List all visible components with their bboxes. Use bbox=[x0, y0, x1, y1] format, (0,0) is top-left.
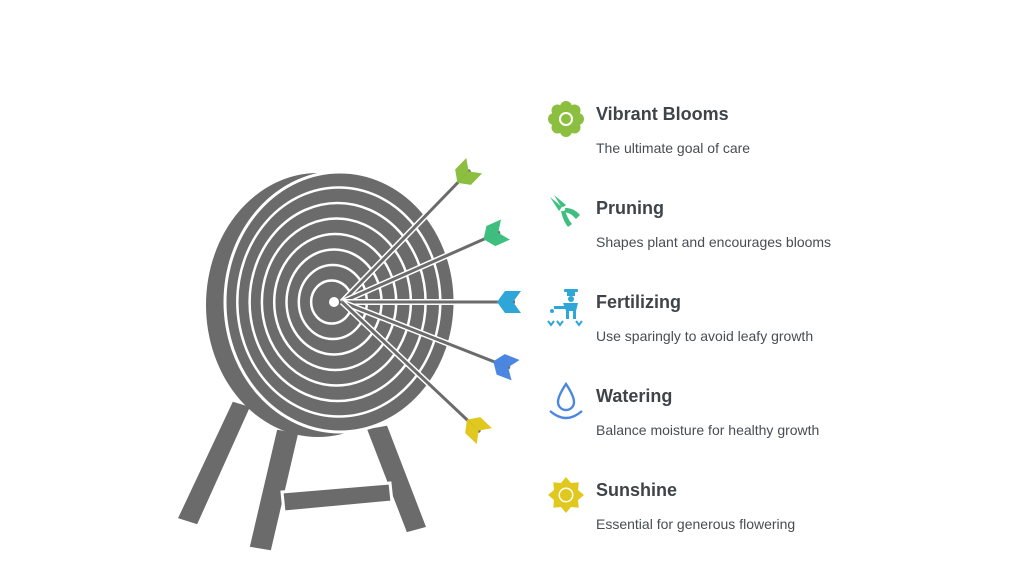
arrow-3 bbox=[342, 291, 521, 313]
item-description: Essential for generous flowering bbox=[596, 516, 796, 532]
bullseye bbox=[329, 297, 339, 307]
arrows bbox=[329, 158, 521, 445]
arrow-shaft bbox=[341, 300, 511, 370]
pruning-shears-icon bbox=[550, 195, 580, 227]
arrow-fletching bbox=[483, 219, 502, 240]
item-title: Pruning bbox=[596, 198, 664, 218]
item-description: The ultimate goal of care bbox=[596, 140, 751, 156]
arrow-fletching bbox=[493, 361, 512, 381]
arrow-shaft bbox=[341, 230, 501, 304]
arrow-1 bbox=[339, 158, 483, 305]
item-description: Shapes plant and encourages blooms bbox=[596, 234, 832, 250]
gardener-planting-icon bbox=[547, 289, 583, 327]
arrow-4 bbox=[340, 299, 520, 381]
arrow-5 bbox=[339, 299, 492, 445]
item-description: Use sparingly to avoid leafy growth bbox=[596, 328, 814, 344]
stand-leg-left bbox=[173, 398, 255, 528]
item-title: Vibrant Blooms bbox=[596, 104, 729, 124]
item-vibrant-blooms: Vibrant Blooms The ultimate goal of care bbox=[546, 99, 986, 169]
stand-crossbar bbox=[280, 481, 394, 514]
item-title: Fertilizing bbox=[596, 292, 681, 312]
item-pruning: Pruning Shapes plant and encourages bloo… bbox=[546, 193, 986, 263]
arrow-fletching bbox=[465, 419, 479, 445]
arrow-fletching bbox=[497, 291, 521, 302]
item-watering: Watering Balance moisture for healthy gr… bbox=[546, 381, 986, 451]
arrow-shaft bbox=[340, 168, 472, 304]
arrow-fletching bbox=[497, 302, 521, 313]
item-sunshine: Sunshine Essential for generous flowerin… bbox=[546, 475, 986, 545]
item-fertilizing: Fertilizing Use sparingly to avoid leafy… bbox=[546, 287, 986, 357]
arrow-shaft bbox=[340, 300, 482, 434]
arrow-2 bbox=[340, 219, 510, 305]
stand-leg-right bbox=[362, 422, 430, 536]
arrow-fletching bbox=[466, 417, 492, 431]
arrow-fletching bbox=[455, 158, 469, 183]
sun-icon bbox=[548, 477, 584, 513]
arrow-fletching bbox=[457, 171, 483, 185]
flower-icon bbox=[548, 101, 584, 137]
water-drop-icon bbox=[549, 381, 583, 420]
item-title: Sunshine bbox=[596, 480, 678, 500]
item-description: Balance moisture for healthy growth bbox=[596, 422, 820, 438]
arrow-fletching bbox=[493, 354, 520, 368]
arrow-fletching bbox=[483, 232, 510, 247]
item-title: Watering bbox=[596, 386, 673, 406]
